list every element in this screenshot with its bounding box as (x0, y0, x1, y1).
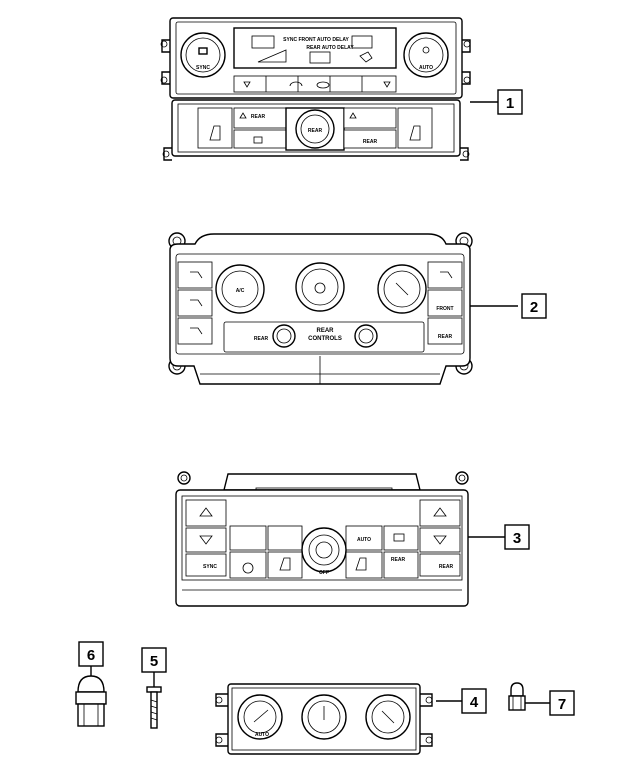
callout-4-number: 4 (470, 694, 479, 711)
unit1-rear-label-left: REAR (251, 114, 266, 120)
unit1-auto-label: AUTO (419, 65, 433, 71)
part-6-bulb-socket (75, 666, 107, 727)
callout-5-number: 5 (150, 653, 158, 670)
unit2-ac-label: A/C (236, 288, 245, 294)
part-7-bulb (508, 682, 550, 711)
callout-4: 4 (461, 688, 487, 714)
unit-1-climate-control: SYNC AUTO SYNC FRONT AUTO DELAY REAR AUT… (160, 17, 498, 161)
part-5-screw (146, 672, 162, 729)
unit1-sync-label: SYNC (196, 65, 210, 71)
callout-3: 3 (504, 524, 530, 550)
callout-3-number: 3 (513, 530, 521, 547)
unit-2-climate-control: FRONT REAR A/C REAR REAR CONTROLS (168, 232, 518, 385)
unit1-rear-knob-label: REAR (308, 128, 323, 134)
callout-2-number: 2 (530, 299, 538, 316)
unit-4-climate-control: AUTO (215, 683, 462, 755)
callout-7: 7 (549, 690, 575, 716)
unit3-rear-button-label: REAR (391, 557, 406, 563)
callout-6-number: 6 (87, 647, 95, 664)
callout-1: 1 (497, 89, 523, 115)
unit4-auto-label: AUTO (255, 732, 269, 738)
unit-3-climate-control: SYNC REAR AUTO REAR OFF (175, 471, 505, 607)
unit2-rear-button-label: REAR (438, 334, 453, 340)
callout-2: 2 (521, 293, 547, 319)
unit2-rear-knob-label: REAR (254, 336, 269, 342)
unit2-front-label: FRONT (436, 306, 453, 312)
callout-1-number: 1 (506, 95, 514, 112)
unit2-rear-controls-line1: REAR (316, 328, 334, 334)
unit3-rear-right-label: REAR (439, 564, 454, 570)
unit1-rear-label-right: REAR (363, 139, 378, 145)
unit3-sync-label: SYNC (203, 564, 217, 570)
unit3-off-label: OFF (319, 570, 329, 576)
unit1-display-mid: REAR AUTO DELAY (306, 45, 354, 51)
callout-6: 6 (78, 641, 104, 667)
unit1-display-top: SYNC FRONT AUTO DELAY (283, 37, 349, 43)
callout-5: 5 (141, 647, 167, 673)
callout-7-number: 7 (558, 696, 566, 713)
unit3-auto-label: AUTO (357, 537, 371, 543)
unit2-rear-controls-line2: CONTROLS (308, 336, 342, 342)
